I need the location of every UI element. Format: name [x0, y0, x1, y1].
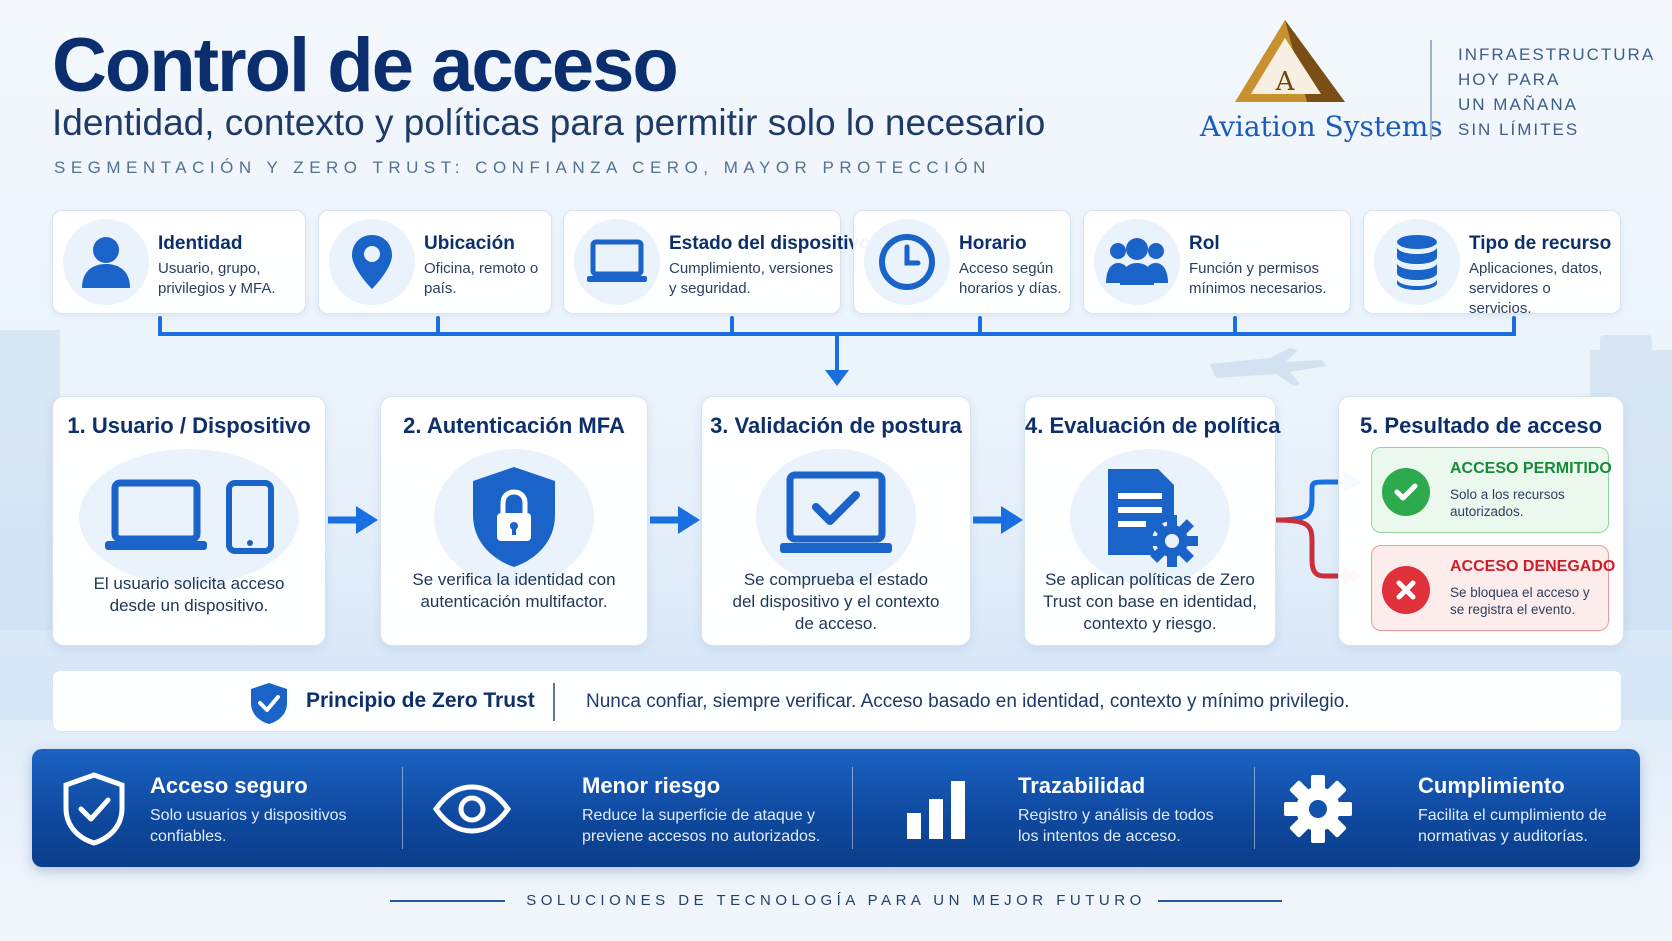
factor-title: Horario	[959, 233, 1027, 254]
access-allowed-box: ACCESO PERMITIDO Solo a los recursos aut…	[1371, 447, 1612, 533]
step-title: 2. Autenticación MFA	[403, 413, 625, 438]
factor-desc: Oficina, remoto o país.	[424, 260, 539, 297]
logo-letter: A	[1275, 67, 1296, 97]
step-mfa: 2. Autenticación MFA Se verifica la iden…	[380, 396, 648, 646]
zero-trust-principle: Principio de Zero Trust Nunca confiar, s…	[52, 670, 1622, 732]
factor-device-state: Estado del dispositivo Cumplimiento, ver…	[563, 210, 871, 314]
footer-line-left	[390, 900, 505, 902]
step-policy: 4. Evaluación de política Se aplican pol…	[1024, 396, 1281, 646]
flow-arrow	[328, 506, 378, 534]
outcome-desc: Se bloquea el acceso y se registra el ev…	[1450, 585, 1590, 617]
step-desc: Se aplican políticas de Zero Trust con b…	[1043, 570, 1257, 633]
shield-check-icon	[251, 683, 287, 724]
outcome-desc: Solo a los recursos autorizados.	[1450, 487, 1565, 519]
principle-divider	[553, 683, 555, 721]
factor-identity: Identidad Usuario, grupo, privilegios y …	[52, 210, 306, 314]
page-tagline: SEGMENTACIÓN Y ZERO TRUST: CONFIANZA CER…	[54, 158, 991, 177]
database-icon	[1374, 219, 1460, 305]
factor-title: Estado del dispositivo	[669, 233, 871, 254]
factor-title: Ubicación	[424, 233, 515, 254]
step-user-device: 1. Usuario / Dispositivo El usuario soli…	[52, 396, 326, 646]
brand-motto: INFRAESTRUCTURA HOY PARA UN MAÑANA SIN L…	[1458, 42, 1655, 142]
user-icon	[63, 219, 149, 305]
motto-line: HOY PARA	[1458, 70, 1561, 89]
benefit-lower-risk: Menor riesgo Reduce la superficie de ata…	[402, 749, 852, 867]
step-title: 3. Validación de postura	[710, 413, 962, 438]
laptop-icon	[574, 219, 660, 305]
factor-title: Identidad	[158, 233, 243, 254]
benefit-desc: Facilita el cumplimiento de normativas y…	[1418, 807, 1607, 845]
step-title: 5. Pesultado de acceso	[1359, 413, 1603, 438]
benefit-traceability: Trazabilidad Registro y análisis de todo…	[852, 749, 1254, 867]
factor-location: Ubicación Oficina, remoto o país.	[318, 210, 552, 314]
group-icon	[1094, 219, 1180, 305]
motto-line: UN MAÑANA	[1458, 95, 1579, 114]
factor-resource-type: Tipo de recurso Aplicaciones, datos, ser…	[1363, 210, 1621, 317]
step-desc: El usuario solicita acceso desde un disp…	[93, 574, 285, 615]
factor-desc: Cumplimiento, versiones y seguridad.	[669, 260, 834, 297]
step-desc: Se comprueba el estado del dispositivo y…	[732, 570, 940, 633]
location-pin-icon	[329, 219, 415, 305]
benefit-title: Cumplimiento	[1418, 773, 1565, 798]
step-title: 1. Usuario / Dispositivo	[67, 413, 311, 438]
benefit-compliance: Cumplimiento Facilita el cumplimiento de…	[1254, 749, 1640, 867]
flow-arrow	[973, 506, 1023, 534]
step-result: 5. Pesultado de acceso ACCESO PERMITIDO …	[1338, 396, 1624, 646]
flow-arrow	[650, 506, 700, 534]
benefit-secure-access: Acceso seguro Solo usuarios y dispositiv…	[32, 749, 402, 867]
footer-slogan: SOLUCIONES DE TECNOLOGÍA PARA UN MEJOR F…	[526, 892, 1146, 909]
step-desc: Se verifica la identidad con autenticaci…	[412, 570, 616, 611]
policy-document-gear-icon	[1070, 449, 1230, 585]
motto-line: INFRAESTRUCTURA	[1458, 45, 1656, 64]
benefit-desc: Registro y análisis de todos los intento…	[1018, 807, 1214, 845]
page-title: Control de acceso	[52, 23, 679, 108]
factor-connector	[158, 316, 1516, 386]
laptop-phone-icon	[79, 449, 299, 585]
access-denied-box: ACCESO DENEGADO Se bloquea el acceso y s…	[1371, 545, 1615, 631]
factor-schedule: Horario Acceso según horarios y días.	[853, 210, 1071, 314]
motto-line: SIN LÍMITES	[1458, 120, 1580, 139]
benefits-band: Acceso seguro Solo usuarios y dispositiv…	[32, 749, 1640, 867]
gear-icon	[1278, 769, 1358, 849]
cross-icon	[1382, 566, 1430, 614]
benefit-desc: Solo usuarios y dispositivos confiables.	[150, 807, 347, 845]
benefit-divider	[852, 767, 853, 849]
benefit-divider	[402, 767, 403, 849]
step-posture: 3. Validación de postura Se comprueba el…	[701, 396, 971, 646]
principle-title: Principio de Zero Trust	[306, 689, 535, 712]
outcome-title: ACCESO DENEGADO	[1450, 558, 1616, 575]
shield-lock-icon	[434, 449, 594, 585]
factor-title: Rol	[1189, 233, 1220, 254]
aviation-systems-logo: A	[1235, 20, 1345, 102]
factor-title: Tipo de recurso	[1469, 233, 1612, 254]
brand-divider	[1430, 40, 1432, 140]
benefit-title: Acceso seguro	[150, 773, 308, 798]
step-title: 4. Evaluación de política	[1025, 413, 1281, 438]
eye-icon	[432, 769, 512, 849]
benefit-desc: Reduce la superficie de ataque y previen…	[582, 807, 821, 845]
footer-line-right	[1158, 900, 1282, 902]
clock-icon	[864, 219, 950, 305]
factor-role: Rol Función y permisos mínimos necesario…	[1083, 210, 1351, 314]
check-icon	[1382, 468, 1430, 516]
outcome-title: ACCESO PERMITIDO	[1450, 460, 1612, 477]
bar-chart-icon	[896, 769, 976, 849]
laptop-check-icon	[756, 449, 916, 585]
principle-text: Nunca confiar, siempre verificar. Acceso…	[586, 691, 1350, 712]
shield-check-icon	[54, 769, 134, 849]
benefit-title: Trazabilidad	[1018, 773, 1146, 798]
factor-desc: Acceso según horarios y días.	[959, 260, 1062, 297]
benefit-title: Menor riesgo	[582, 773, 721, 798]
factor-desc: Usuario, grupo, privilegios y MFA.	[158, 260, 276, 297]
page-subtitle: Identidad, contexto y políticas para per…	[52, 102, 1046, 143]
factor-desc: Aplicaciones, datos, servidores o servic…	[1469, 260, 1603, 317]
factor-desc: Función y permisos mínimos necesarios.	[1189, 260, 1327, 297]
brand-name: Aviation Systems	[1200, 110, 1443, 143]
benefit-divider	[1254, 767, 1255, 849]
